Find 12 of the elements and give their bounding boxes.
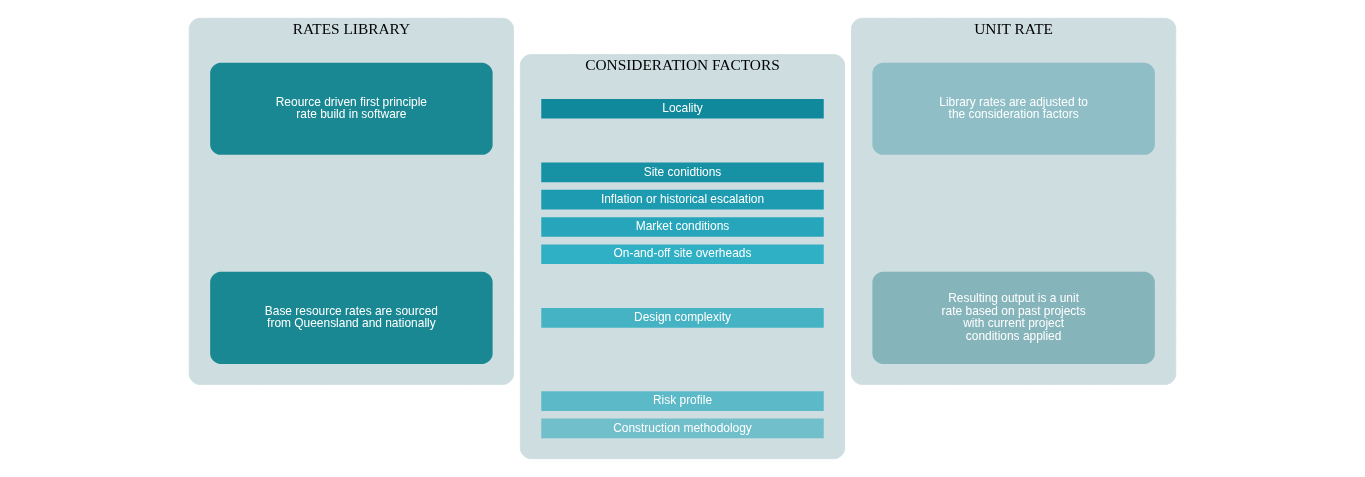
node-box: Reource driven first principle rate build in software (210, 62, 493, 155)
node-box: Construction methodology (541, 418, 824, 439)
node-box: Site conidtions (541, 162, 824, 183)
node-box: Design complexity (541, 308, 824, 328)
node-box: Risk profile (541, 391, 824, 411)
node-box: Resulting output is a unit rate based on past projects with current project conditions applied (872, 271, 1155, 364)
node-box: Library rates are adjusted to the consideration factors (872, 62, 1155, 155)
node-box: Inflation or historical escalation (541, 189, 824, 210)
node-box: Locality (541, 98, 824, 119)
node-box: Market conditions (541, 217, 824, 237)
node-box: On-and-off site overheads (541, 244, 824, 265)
node-box: Base resource rates are sourced from Queensland and nationally (210, 271, 493, 364)
